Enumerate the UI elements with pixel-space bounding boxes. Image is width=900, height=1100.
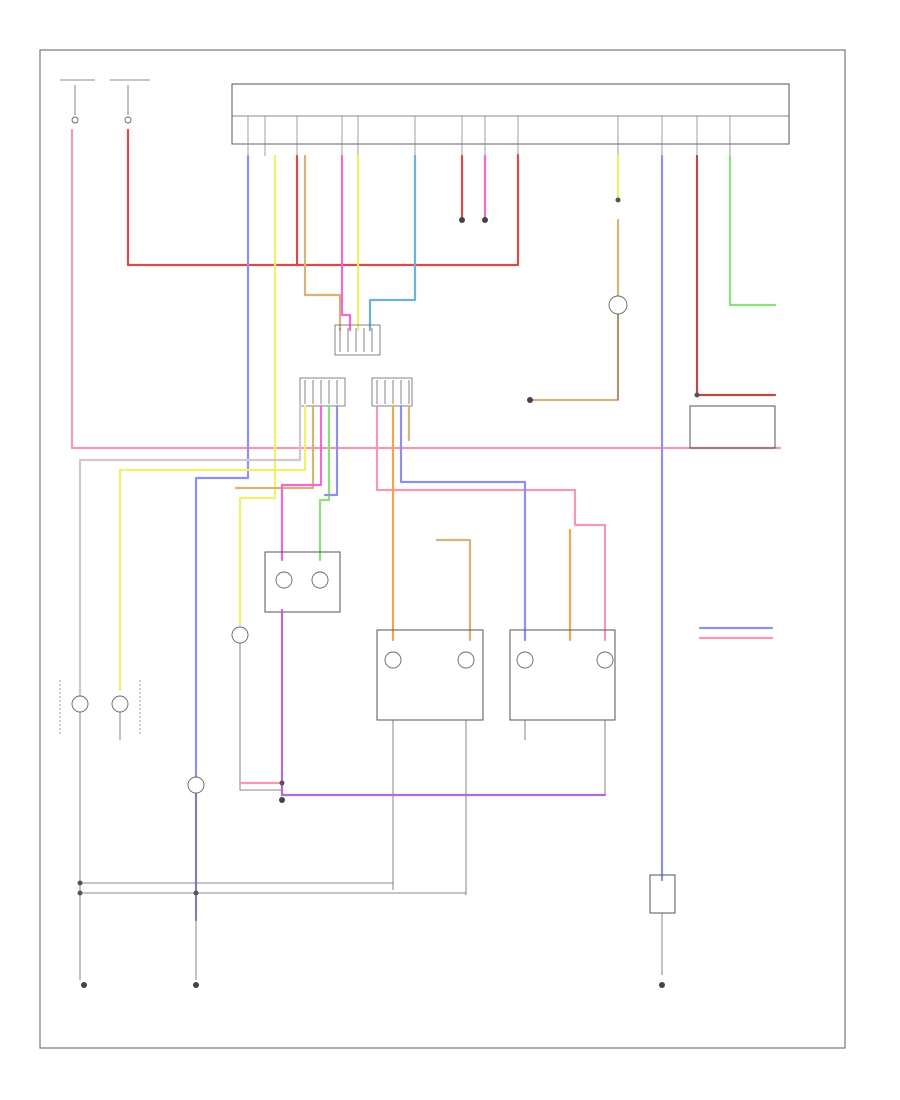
- left-rear-lamp-group: [59, 680, 141, 980]
- ground-symbol: [459, 217, 465, 223]
- lamp-bulb: [71, 695, 89, 713]
- connector-c1: [334, 324, 381, 356]
- license-lamp: [649, 874, 676, 975]
- ground-symbol: [527, 397, 533, 403]
- connector-right-branch: [371, 377, 413, 407]
- ground-symbol: [482, 217, 488, 223]
- right-connector-tabs: [698, 626, 774, 640]
- lower-harness: [80, 608, 607, 894]
- front-lamp-group: [187, 551, 341, 980]
- ground-points: [81, 217, 665, 988]
- connector-left-branch: [299, 377, 346, 407]
- left-branch-wires: [78, 404, 339, 702]
- fuse-block: [60, 79, 150, 124]
- lamp-bulb: [111, 695, 129, 713]
- module-pins: [247, 116, 731, 156]
- right-branch-wires: [375, 404, 607, 642]
- ground-symbol: [279, 797, 285, 803]
- diagram-border: [39, 49, 846, 1049]
- ground-symbol: [193, 982, 199, 988]
- ground-symbol: [81, 982, 87, 988]
- ground-symbol: [659, 982, 665, 988]
- power-feeds: [70, 128, 782, 450]
- central-electronics-module: [231, 83, 790, 145]
- splice-points: [77, 197, 700, 896]
- switch-relay: [608, 295, 776, 449]
- center-lamp-assemblies: [376, 629, 616, 895]
